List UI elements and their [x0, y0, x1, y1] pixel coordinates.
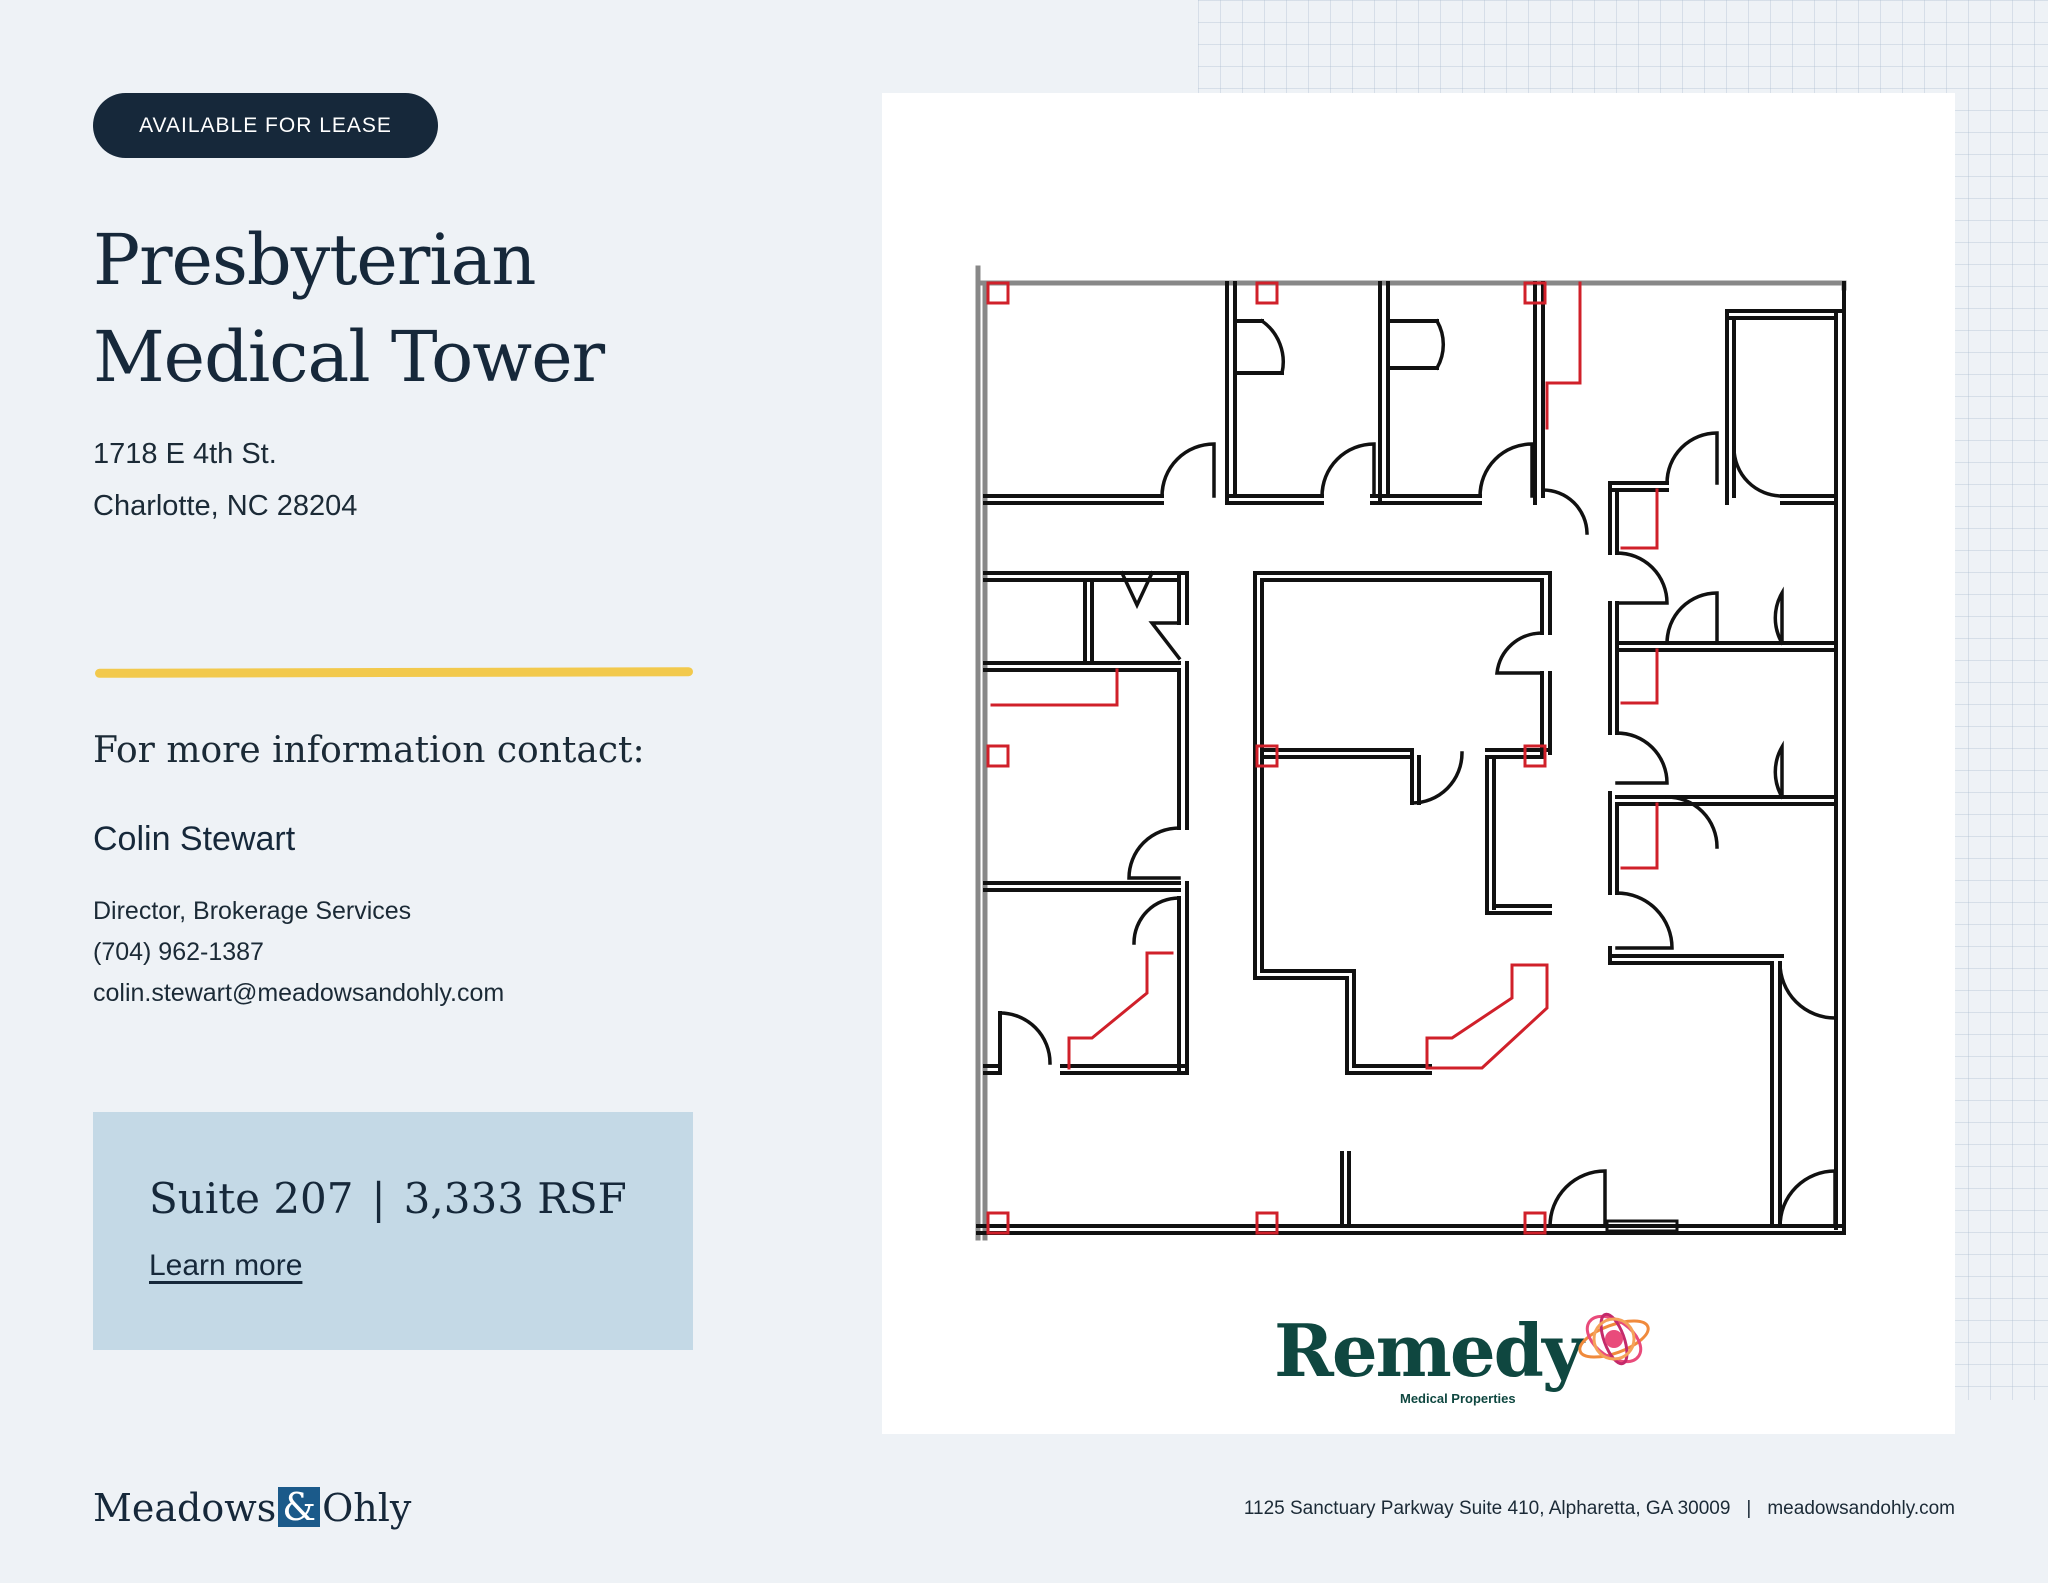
contact-email[interactable]: colin.stewart@meadowsandohly.com	[93, 979, 505, 1007]
interior-walls	[976, 281, 1846, 1235]
plan-fixtures	[986, 281, 1659, 1235]
contact-role: Director, Brokerage Services	[93, 897, 412, 925]
suite-name: Suite 207	[149, 1174, 354, 1223]
footer-address: 1125 Sanctuary Parkway Suite 410, Alphar…	[1243, 1498, 1731, 1519]
remedy-swirl-icon	[1578, 1312, 1650, 1366]
remedy-wordmark: Remedy	[1274, 1308, 1584, 1393]
contact-heading: For more information contact:	[93, 730, 645, 771]
contact-phone[interactable]: (704) 962-1387	[93, 938, 264, 966]
suite-info-box: Suite 207 | 3,333 RSF Learn more	[93, 1112, 693, 1350]
remedy-logo: Remedy Medical Properties	[1274, 1303, 1714, 1433]
floor-plan-drawing	[975, 265, 1847, 1241]
address-city: Charlotte, NC 28204	[93, 490, 358, 522]
learn-more-link[interactable]: Learn more	[149, 1249, 303, 1282]
property-address: 1718 E 4th St. Charlotte, NC 28204	[93, 428, 357, 532]
contact-details: Director, Brokerage Services (704) 962-1…	[93, 891, 504, 1014]
property-title-line1: Presbyterian	[93, 219, 537, 301]
suite-size: 3,333 RSF	[403, 1174, 627, 1223]
suite-summary: Suite 207 | 3,333 RSF	[149, 1174, 627, 1223]
logo-ohly: Ohly	[322, 1486, 412, 1530]
availability-badge: AVAILABLE FOR LEASE	[93, 93, 438, 158]
property-title-line2: Medical Tower	[93, 316, 605, 398]
meadows-ohly-logo: Meadows&Ohly	[93, 1484, 411, 1532]
logo-ampersand: &	[278, 1487, 321, 1527]
remedy-tagline: Medical Properties	[1400, 1391, 1516, 1406]
floor-plan-card: Remedy Medical Properties	[882, 93, 1955, 1434]
logo-meadows: Meadows	[93, 1486, 277, 1530]
exterior-walls	[975, 265, 1847, 1241]
yellow-divider	[95, 667, 693, 678]
contact-name: Colin Stewart	[93, 820, 296, 858]
property-title: Presbyterian Medical Tower	[93, 212, 605, 406]
suite-separator: |	[371, 1174, 386, 1223]
address-street: 1718 E 4th St.	[93, 438, 277, 470]
footer-separator: |	[1746, 1498, 1752, 1519]
footer-info: 1125 Sanctuary Parkway Suite 410, Alphar…	[1244, 1498, 1955, 1520]
footer-website[interactable]: meadowsandohly.com	[1767, 1498, 1955, 1519]
door-swings	[998, 318, 1837, 1228]
